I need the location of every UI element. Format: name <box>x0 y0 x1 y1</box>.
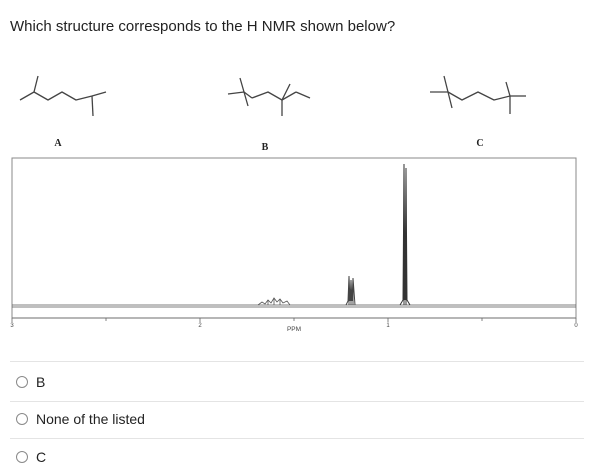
option-b-radio[interactable] <box>16 376 28 388</box>
question-text: Which structure corresponds to the H NMR… <box>10 18 396 35</box>
structure-a-label: A <box>54 138 62 149</box>
ppm-tick-2: 2 <box>198 323 202 329</box>
option-c[interactable]: C <box>16 447 46 467</box>
option-divider <box>10 401 584 402</box>
option-c-radio[interactable] <box>16 451 28 463</box>
singlet-peak <box>399 163 411 306</box>
option-none-of-the-listed[interactable]: None of the listed <box>16 409 145 429</box>
option-divider <box>10 438 584 439</box>
option-b[interactable]: B <box>16 372 45 392</box>
structure-a-skeletal-formula <box>19 75 107 117</box>
option-b-label: B <box>36 374 46 390</box>
nmr-figure: A B C <box>10 75 578 333</box>
option-none-radio[interactable] <box>16 413 28 425</box>
option-c-label: C <box>36 449 47 465</box>
ppm-tick-3: 3 <box>10 323 14 329</box>
multiplet-peak <box>257 297 291 306</box>
option-divider <box>10 361 584 362</box>
spectrum-baseline <box>12 304 576 308</box>
doublet-peak <box>345 275 356 306</box>
ppm-axis-label: PPM <box>287 326 301 333</box>
ppm-tick-0: 0 <box>574 323 578 329</box>
spectrum-frame <box>11 157 577 319</box>
ppm-tick-1: 1 <box>386 323 390 329</box>
structure-b-skeletal-formula <box>227 77 311 116</box>
option-none-label: None of the listed <box>36 411 145 427</box>
structure-c-skeletal-formula <box>430 75 526 114</box>
ppm-axis <box>11 317 577 322</box>
structure-c-label: C <box>476 138 483 149</box>
structure-b-label: B <box>262 142 269 153</box>
